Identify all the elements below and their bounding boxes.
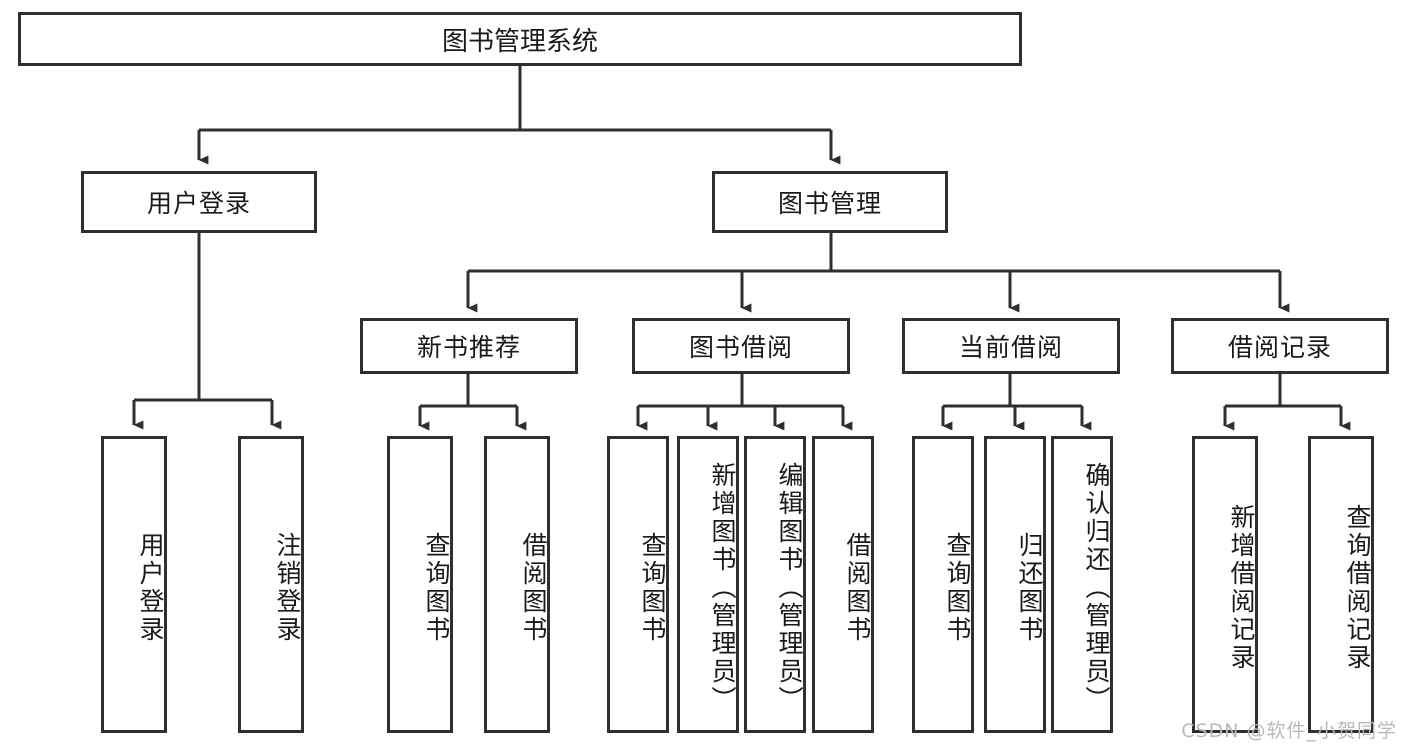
node-leaf-query-book-3-label: 查询图书 bbox=[943, 531, 972, 644]
node-book-manage[interactable]: 图书管理 bbox=[712, 171, 948, 233]
node-leaf-query-book-1-label: 查询图书 bbox=[422, 531, 451, 644]
node-borrow-record-label: 借阅记录 bbox=[1227, 333, 1332, 362]
node-leaf-query-borrow-record-label: 查询借阅记录 bbox=[1343, 503, 1372, 672]
node-current-borrow[interactable]: 当前借阅 bbox=[902, 318, 1120, 374]
node-leaf-edit-book-admin-label: 编辑图书（管理员） bbox=[775, 461, 804, 714]
node-book-borrow[interactable]: 图书借阅 bbox=[632, 318, 850, 374]
node-new-book-recommend-label: 新书推荐 bbox=[416, 333, 521, 362]
node-leaf-add-borrow-record[interactable]: 新增借阅记录 bbox=[1192, 436, 1258, 733]
node-leaf-query-book-2-label: 查询图书 bbox=[638, 531, 667, 644]
node-leaf-query-borrow-record[interactable]: 查询借阅记录 bbox=[1308, 436, 1374, 733]
node-new-book-recommend[interactable]: 新书推荐 bbox=[360, 318, 578, 374]
node-leaf-logout[interactable]: 注销登录 bbox=[238, 436, 304, 733]
node-leaf-confirm-return-admin[interactable]: 确认归还（管理员） bbox=[1051, 436, 1113, 733]
node-leaf-query-book-2[interactable]: 查询图书 bbox=[607, 436, 669, 733]
node-user-login-label: 用户登录 bbox=[146, 189, 251, 218]
watermark-text: CSDN @软件_小贺同学 bbox=[1181, 720, 1397, 742]
node-leaf-add-book-admin[interactable]: 新增图书（管理员） bbox=[677, 436, 739, 733]
node-leaf-edit-book-admin[interactable]: 编辑图书（管理员） bbox=[744, 436, 806, 733]
node-leaf-return-book-label: 归还图书 bbox=[1015, 531, 1044, 644]
node-book-manage-label: 图书管理 bbox=[777, 189, 882, 218]
node-leaf-borrow-book-2[interactable]: 借阅图书 bbox=[812, 436, 874, 733]
node-root-label: 图书管理系统 bbox=[441, 26, 598, 57]
node-leaf-logout-label: 注销登录 bbox=[273, 531, 302, 644]
node-leaf-add-book-admin-label: 新增图书（管理员） bbox=[708, 461, 737, 714]
node-leaf-user-login[interactable]: 用户登录 bbox=[101, 436, 167, 733]
node-borrow-record[interactable]: 借阅记录 bbox=[1171, 318, 1389, 374]
node-leaf-user-login-label: 用户登录 bbox=[136, 531, 165, 644]
node-leaf-query-book-3[interactable]: 查询图书 bbox=[912, 436, 974, 733]
node-leaf-add-borrow-record-label: 新增借阅记录 bbox=[1227, 503, 1256, 672]
node-current-borrow-label: 当前借阅 bbox=[958, 333, 1063, 362]
node-leaf-borrow-book-2-label: 借阅图书 bbox=[843, 531, 872, 644]
node-leaf-confirm-return-admin-label: 确认归还（管理员） bbox=[1082, 461, 1111, 714]
node-user-login[interactable]: 用户登录 bbox=[81, 171, 317, 233]
node-leaf-borrow-book-1-label: 借阅图书 bbox=[519, 531, 548, 644]
node-book-borrow-label: 图书借阅 bbox=[688, 333, 793, 362]
node-leaf-borrow-book-1[interactable]: 借阅图书 bbox=[484, 436, 550, 733]
node-root-system[interactable]: 图书管理系统 bbox=[18, 12, 1022, 66]
node-leaf-query-book-1[interactable]: 查询图书 bbox=[387, 436, 453, 733]
node-leaf-return-book[interactable]: 归还图书 bbox=[984, 436, 1046, 733]
